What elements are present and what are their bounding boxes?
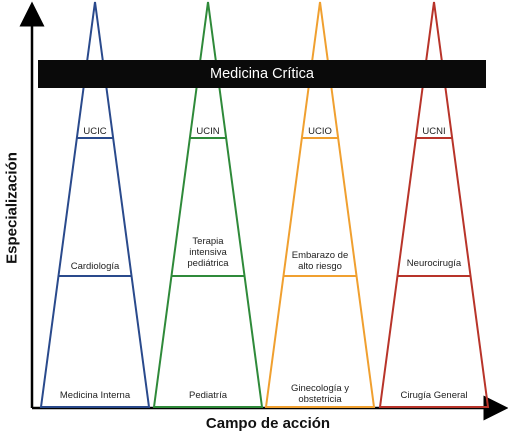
triangle-1-top-label: UCIC <box>83 126 107 137</box>
triangle-2-middle-label: Terapia intensiva pediátrica <box>187 236 229 269</box>
triangle-4-middle-label: Neurocirugía <box>406 258 462 269</box>
triangle-2-bottom-label: Pediatría <box>188 390 228 401</box>
triangle-3 <box>264 1 376 408</box>
x-axis-title: Campo de acción <box>205 415 331 432</box>
triangle-1-bottom-label: Medicina Interna <box>59 390 131 401</box>
triangle-3-middle-label: Embarazo de alto riesgo <box>291 250 349 272</box>
triangle-3-bottom-label: Ginecología y obstetricia <box>290 383 350 405</box>
triangle-2-top-label: UCIN <box>196 126 220 137</box>
y-axis-title: Especialización <box>3 152 21 264</box>
banner-label: Medicina Crítica <box>210 66 314 82</box>
triangle-4-bottom-label: Cirugía General <box>400 390 468 401</box>
triangle-4 <box>378 1 490 408</box>
triangle-2 <box>152 1 264 408</box>
triangle-1 <box>39 1 151 408</box>
triangle-4-top-label: UCNI <box>422 126 446 137</box>
triangle-3-top-label: UCIO <box>308 126 332 137</box>
triangle-1-middle-label: Cardiología <box>70 261 120 272</box>
medicina-critica-banner: Medicina Crítica <box>38 60 486 88</box>
